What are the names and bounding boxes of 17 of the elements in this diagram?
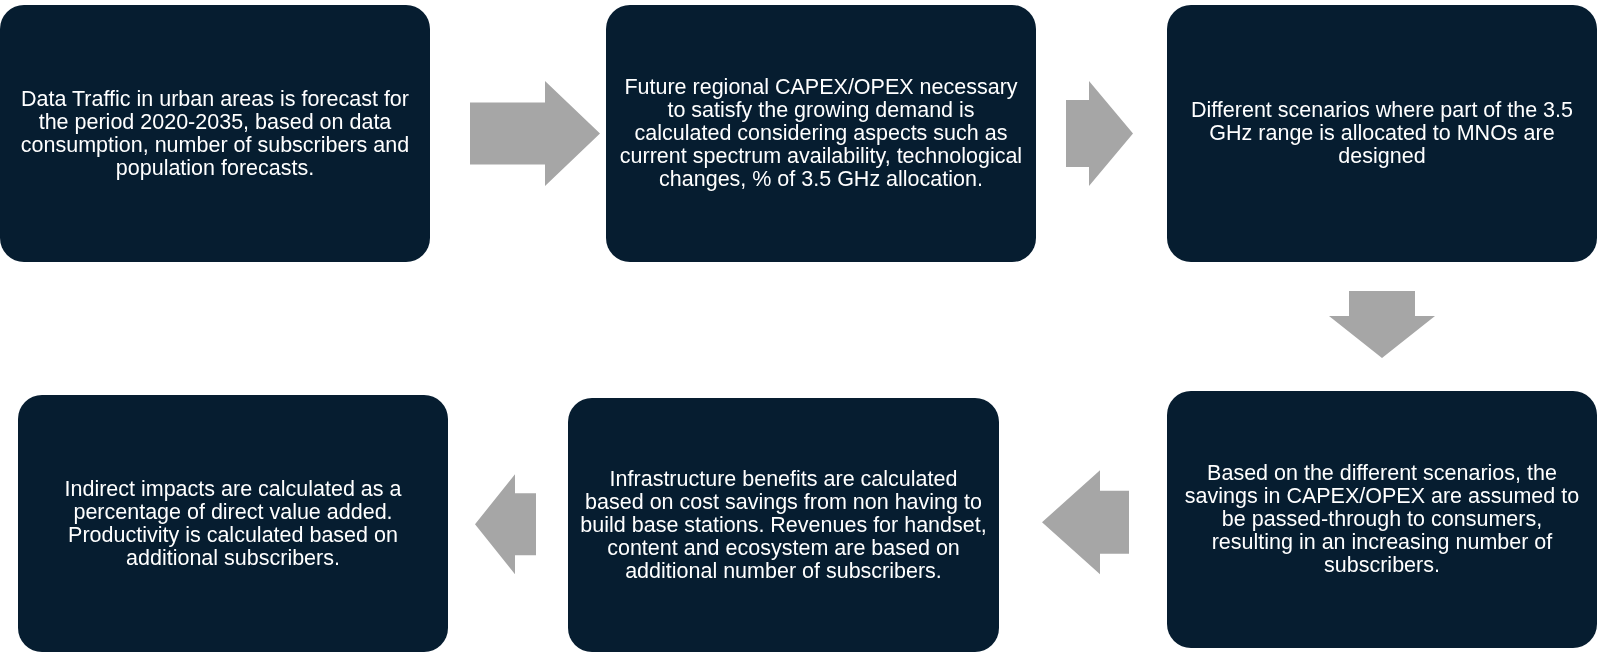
box-text: Infrastructure benefits are calculated based on cost savings from non having to build base stations. Revenues for handset, content and ecosystem are based on additional number of subscribers. <box>580 467 987 583</box>
process-box <box>0 5 430 262</box>
block-arrow <box>1329 291 1435 358</box>
block-arrow <box>470 81 600 186</box>
process-box <box>18 395 448 652</box>
box-text: Based on the different scenarios, the savings in CAPEX/OPEX are assumed to be passed-through to consumers, resulting in an increasing number of subscribers. <box>1183 462 1581 577</box>
block-arrow <box>1042 470 1129 575</box>
process-box <box>1167 5 1597 262</box>
box-text: Different scenarios where part of the 3.5 GHz range is allocated to MNOs are designed <box>1189 99 1574 168</box>
box-text: Data Traffic in urban areas is forecast for the period 2020-2035, based on data consumption, number of subscribers and population forecasts. <box>19 87 411 180</box>
block-arrow <box>1066 81 1133 186</box>
box-text: Future regional CAPEX/OPEX necessary to satisfy the growing demand is calculated considering aspects such as current spectrum availability, technological changes, % of 3.5 GHz allocation. <box>618 76 1024 191</box>
box-text: Indirect impacts are calculated as a percentage of direct value added. Productivity is calculated based on additional subscribers. <box>63 477 403 570</box>
process-box <box>606 5 1036 262</box>
process-box <box>568 398 999 652</box>
block-arrow <box>475 474 536 575</box>
process-box <box>1167 391 1597 648</box>
